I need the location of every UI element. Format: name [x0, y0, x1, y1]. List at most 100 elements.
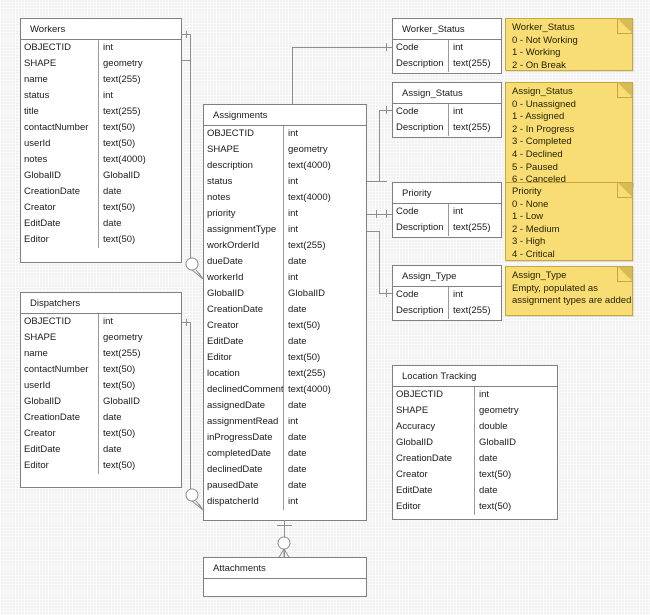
column-type: text(50)	[288, 352, 321, 363]
note-line: 2 - On Break	[512, 59, 566, 71]
column-name: dispatcherId	[204, 494, 284, 510]
entity-title: Dispatchers	[21, 293, 181, 314]
column-type: GlobalID	[288, 288, 325, 299]
column-name: contactNumber	[21, 362, 99, 378]
column-type: int	[453, 206, 464, 217]
column-name: OBJECTID	[21, 314, 99, 330]
column-name: contactNumber	[21, 120, 99, 136]
column-name: EditDate	[393, 483, 475, 499]
note-line: 1 - Low	[512, 211, 544, 223]
column-type: text(50)	[103, 122, 136, 133]
column-type: geometry	[103, 332, 143, 343]
column-type: date	[103, 186, 122, 197]
table-row: contactNumber text(50)	[21, 120, 181, 136]
tick-priority	[386, 210, 387, 218]
note-line: 1 - Assigned	[512, 111, 565, 123]
entity-title: Location Tracking	[393, 366, 557, 387]
column-name: Creator	[204, 318, 284, 334]
connector-assign-type-h1	[367, 231, 379, 232]
column-type: date	[479, 485, 498, 496]
note-line: 2 - In Progress	[512, 123, 575, 135]
column-type: date	[103, 444, 122, 455]
column-type: int	[288, 272, 299, 283]
table-row: Description text(255)	[393, 56, 501, 72]
table-row	[204, 579, 366, 597]
column-name: userId	[21, 136, 99, 152]
column-name: Description	[393, 56, 449, 72]
column-type: int	[288, 176, 299, 187]
column-type: int	[288, 224, 299, 235]
column-name: SHAPE	[21, 56, 99, 72]
note-line: 3 - Completed	[512, 136, 572, 148]
connector-attachments-v	[284, 521, 285, 540]
entity-title: Attachments	[204, 558, 366, 579]
entity-attachments[interactable]: Attachments	[203, 557, 367, 597]
column-type: text(50)	[479, 501, 512, 512]
column-type: text(50)	[103, 460, 136, 471]
note-title: Worker_Status	[512, 22, 575, 33]
column-type: date	[479, 453, 498, 464]
tick-attachments	[277, 525, 292, 526]
column-name: OBJECTID	[204, 126, 284, 142]
column-type: date	[288, 304, 307, 315]
column-name: EditDate	[204, 334, 284, 350]
entity-title: Assign_Status	[393, 83, 501, 104]
column-name: name	[21, 72, 99, 88]
connector-workers-status-down	[190, 34, 191, 262]
column-type: int	[453, 289, 464, 300]
column-name: completedDate	[204, 446, 284, 462]
column-name: declinedComment	[204, 382, 284, 398]
note-line: assignment types are added	[512, 295, 632, 307]
column-name: Description	[393, 220, 449, 236]
column-type: text(255)	[453, 222, 491, 233]
note-line: 1 - Working	[512, 47, 561, 59]
column-type: date	[288, 480, 307, 491]
column-name: assignmentRead	[204, 414, 284, 430]
note-fold-icon	[617, 267, 632, 282]
column-name: CreationDate	[204, 302, 284, 318]
column-name: Editor	[21, 458, 99, 474]
column-type: date	[288, 336, 307, 347]
column-name: Code	[393, 287, 449, 303]
column-type: date	[103, 412, 122, 423]
column-name: declinedDate	[204, 462, 284, 478]
column-name: Code	[393, 204, 449, 220]
note-line: 4 - Declined	[512, 148, 563, 160]
column-type: int	[453, 106, 464, 117]
crowsfoot-assignments-attachments	[277, 536, 291, 560]
tick-assign-type	[386, 289, 387, 297]
column-type: text(255)	[453, 58, 491, 69]
column-name: workOrderId	[204, 238, 284, 254]
